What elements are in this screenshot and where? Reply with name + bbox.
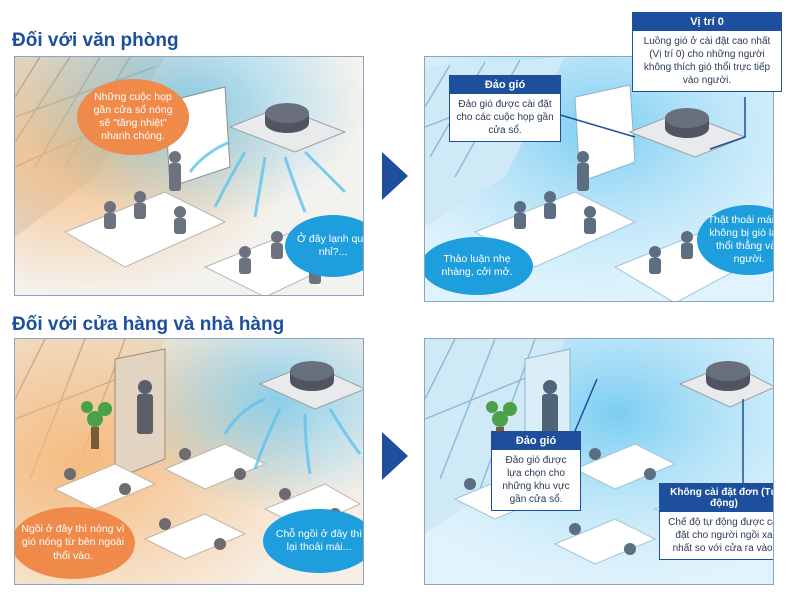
comfort-bubble: Thật thoải mái khi không bị gió lạnh thổ… [697, 205, 773, 275]
office-section-title: Đối với văn phòng [12, 30, 179, 51]
office-before-panel: Những cuộc họp gần cửa sổ nóng sẽ "tăng … [14, 56, 364, 296]
next-arrow-icon [382, 152, 408, 200]
swing-callout: Đảo gió Đảo gió được lựa chọn cho những … [491, 431, 581, 511]
store-after-panel: Đảo gió Đảo gió được lựa chọn cho những … [424, 338, 774, 585]
comfort-seat-bubble: Chỗ ngồi ở đây thì lại thoải mái... [263, 509, 363, 573]
hot-window-bubble: Những cuộc họp gần cửa sổ nóng sẽ "tăng … [77, 79, 189, 155]
callout-body: Chế độ tự động được cài đặt cho người ng… [668, 517, 774, 554]
discussion-bubble: Thảo luận nhẹ nhàng, cởi mở. [425, 237, 533, 295]
ceiling-cassette-ac-icon [628, 108, 747, 158]
hot-seat-bubble: Ngồi ở đây thì nóng vì gió nóng từ bên n… [15, 507, 135, 579]
callout-body: Đảo gió được lựa chọn cho những khu vực … [502, 455, 570, 505]
cold-draft-bubble: Ở đây lạnh quá nhỉ?... [285, 215, 363, 277]
store-section-title: Đối với cửa hàng và nhà hàng [12, 314, 285, 335]
callout-body: Luồng gió ở cài đặt cao nhất (Vị trí 0) … [643, 36, 771, 86]
callout-title: Vị trí 0 [633, 13, 781, 31]
callout-title: Đảo gió [492, 432, 580, 450]
ceiling-cassette-ac-icon [678, 361, 773, 408]
office-after-panel: Đảo gió Đảo gió được cài đặt cho các cuộ… [424, 56, 774, 302]
ceiling-cassette-ac-icon [228, 103, 347, 153]
callout-title: Đảo gió [450, 76, 560, 94]
auto-mode-callout: Không cài đặt đơn (Tự động) Chế độ tự độ… [659, 483, 774, 560]
ceiling-cassette-ac-icon [258, 361, 363, 410]
callout-title: Không cài đặt đơn (Tự động) [660, 484, 773, 512]
store-before-panel: Ngồi ở đây thì nóng vì gió nóng từ bên n… [14, 338, 364, 585]
position-zero-callout: Vị trí 0 Luồng gió ở cài đặt cao nhất (V… [632, 12, 782, 92]
callout-body: Đảo gió được cài đặt cho các cuộc họp gầ… [456, 99, 554, 136]
next-arrow-icon [382, 432, 408, 480]
swing-callout: Đảo gió Đảo gió được cài đặt cho các cuộ… [449, 75, 561, 142]
